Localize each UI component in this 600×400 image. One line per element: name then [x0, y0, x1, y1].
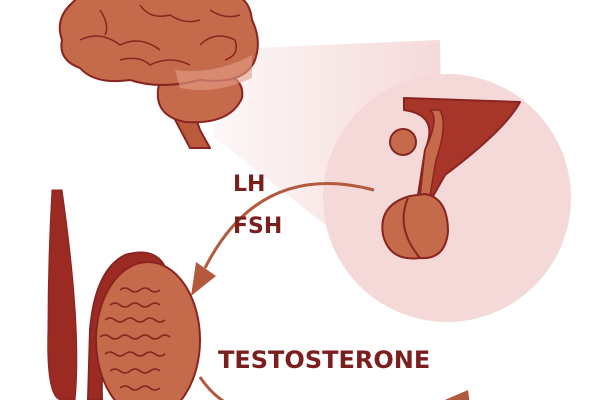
testosterone-label: TESTOSTERONE	[218, 346, 431, 374]
brain-icon	[58, 0, 259, 149]
pituitary-gland-icon	[381, 97, 521, 260]
testosterone-arrow	[198, 376, 470, 400]
lh-fsh-arrow	[191, 182, 375, 296]
zoom-circle	[323, 74, 571, 322]
fsh-label: FSH	[233, 214, 283, 239]
lh-label: LH	[233, 172, 266, 197]
testis-icon	[47, 189, 201, 400]
